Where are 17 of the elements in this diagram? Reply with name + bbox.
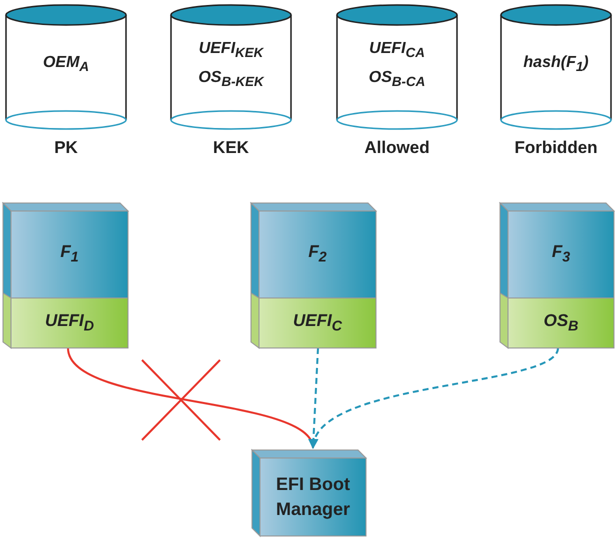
file-name: F$_{2}$ bbox=[307, 241, 328, 268]
signer-name: UEFI$_{D}$ bbox=[44, 310, 95, 336]
file-name: F$_{1}$ bbox=[59, 241, 80, 268]
file-name: F$_{3}$ bbox=[550, 241, 572, 268]
key-list: UEFI$_{CA}$ OS$_{B-CA}$ bbox=[349, 36, 445, 94]
store-label: Forbidden bbox=[513, 138, 599, 158]
key-list: OEM$_{A}$ bbox=[18, 50, 114, 80]
signer-name: UEFI$_{C}$ bbox=[292, 310, 343, 336]
store-label: Allowed bbox=[363, 138, 431, 158]
key-list: hash(F$_{1}$) bbox=[508, 50, 604, 80]
arrow bbox=[311, 348, 559, 449]
connector-line bbox=[67, 348, 314, 448]
store-label: KEK bbox=[212, 138, 250, 158]
box-label: EFI Boot Manager bbox=[274, 473, 352, 521]
store-label: PK bbox=[53, 138, 79, 158]
key-list: UEFI$_{KEK}$ OS$_{B-KEK}$ bbox=[183, 36, 279, 94]
signer-name: OS$_{B}$ bbox=[542, 310, 580, 336]
